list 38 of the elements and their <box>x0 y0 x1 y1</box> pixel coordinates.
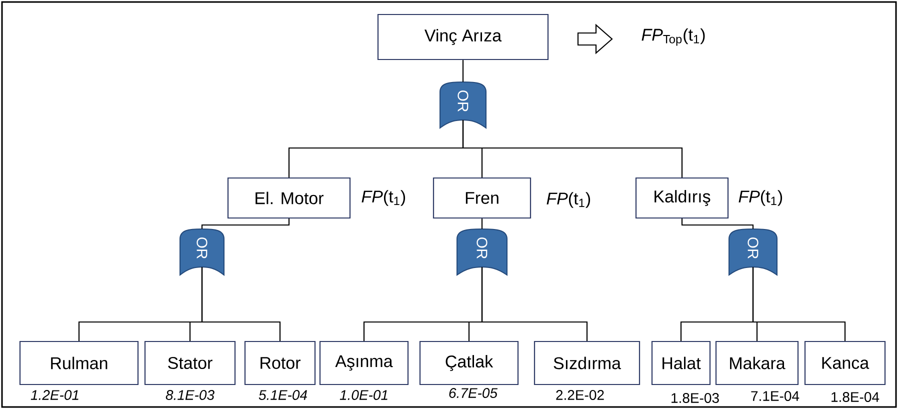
probability-value: 1.2E-01 <box>30 390 78 400</box>
connector-line <box>481 218 483 229</box>
event-box: Çatlak <box>419 340 519 386</box>
probability-value: 1.0E-01 <box>340 390 388 400</box>
probability-value: 8.1E-03 <box>166 390 214 400</box>
connector-line <box>752 267 846 341</box>
event-box: Makara <box>715 340 799 386</box>
probability-value: 6.7E-05 <box>449 388 498 398</box>
event-box: Sızdırma <box>534 340 640 386</box>
event-box: Kanca <box>804 340 886 386</box>
or-gate: OR <box>456 228 508 276</box>
probability-label: FP(t$_{1}$) <box>362 190 406 206</box>
connector-line <box>201 218 290 229</box>
connector-line <box>462 60 464 82</box>
probability-value: 2.2E-02 <box>556 390 604 400</box>
event-box: Halat <box>651 340 711 386</box>
event-box: Fren <box>432 177 532 219</box>
probability-label: FP(t$_{1}$) <box>738 190 782 206</box>
probability-value: 1.8E-03 <box>672 393 719 403</box>
probability-value: 7.1E-04 <box>751 391 800 401</box>
or-gate: OR <box>180 228 224 276</box>
event-box: Vinç Arıza <box>377 14 549 60</box>
or-gate: OR <box>728 228 778 276</box>
probability-value: 1.8E-04 <box>832 392 880 402</box>
or-gate: OR <box>440 82 486 128</box>
event-box: El. Motor <box>227 177 351 219</box>
event-box: Stator <box>144 340 236 386</box>
probability-label: FP(t$_{1}$) <box>546 192 590 208</box>
event-box: Kaldırış <box>635 177 729 219</box>
connector-line <box>681 218 754 229</box>
event-box: Rulman <box>19 340 139 386</box>
connector-line <box>462 120 683 178</box>
connector-line <box>481 267 588 341</box>
event-box: Aşınma <box>319 340 409 386</box>
event-box: Rotor <box>244 340 316 386</box>
connector-line <box>201 267 281 341</box>
probability-value: 5.1E-04 <box>258 390 307 400</box>
probability-label: FP$_{Top}$(t$_{1}$) <box>642 28 705 46</box>
